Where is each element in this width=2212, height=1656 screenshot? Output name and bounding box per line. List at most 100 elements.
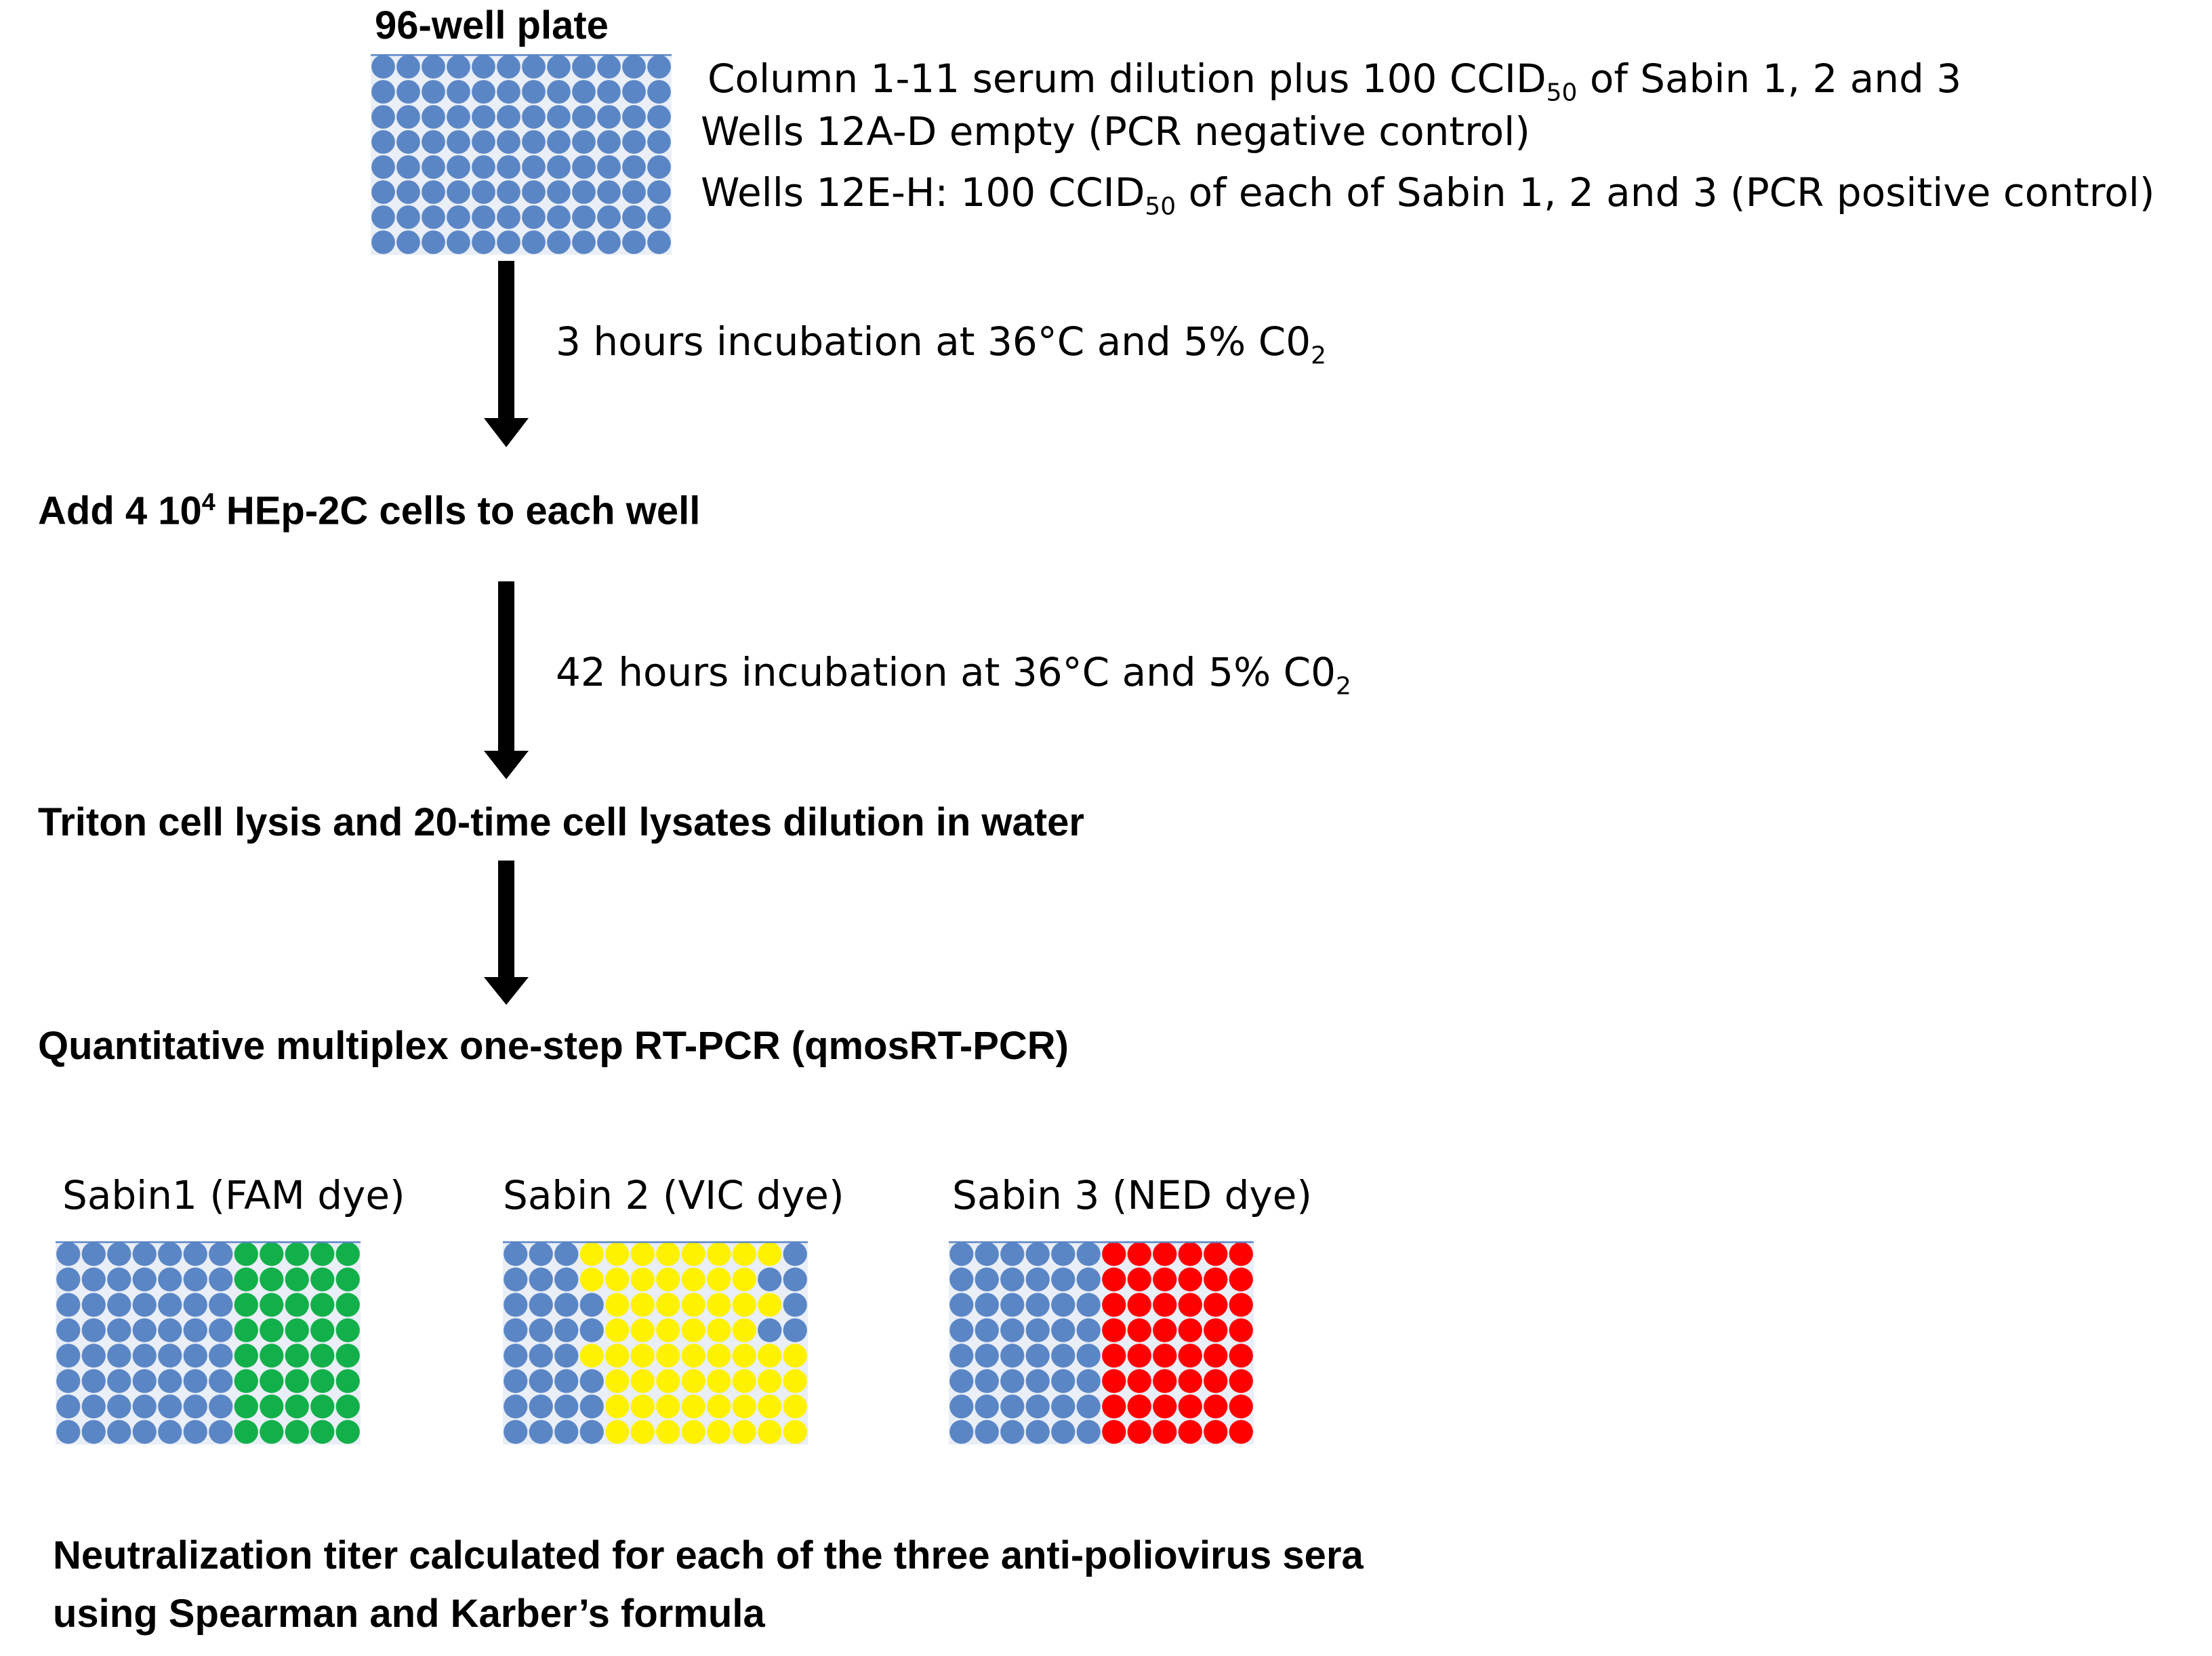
plate-well bbox=[949, 1420, 974, 1444]
incubation-step-1: 3 hours incubation at 36°C and 5% C02 bbox=[556, 318, 1326, 370]
plate-well bbox=[81, 1318, 106, 1342]
plate-well bbox=[949, 1293, 974, 1317]
plate-well bbox=[335, 1344, 360, 1368]
plate-well bbox=[1102, 1318, 1126, 1342]
plate-well bbox=[1229, 1318, 1253, 1342]
plate-well bbox=[1229, 1420, 1253, 1444]
plate-well bbox=[647, 130, 671, 154]
plate-well bbox=[529, 1394, 553, 1419]
plate-well bbox=[572, 155, 596, 179]
plate-well bbox=[472, 230, 495, 254]
plate-well bbox=[1204, 1242, 1228, 1266]
plate-well bbox=[681, 1293, 705, 1317]
plate-well bbox=[1127, 1369, 1151, 1393]
plate-well bbox=[622, 205, 646, 229]
plate-well bbox=[285, 1267, 309, 1291]
plate-well bbox=[497, 80, 520, 104]
plate-well bbox=[547, 155, 571, 179]
plate-well bbox=[949, 1242, 974, 1266]
note-3-text: Wells 12E-H: 100 CCID bbox=[701, 169, 1145, 215]
plate-well bbox=[707, 1344, 731, 1368]
plate-well bbox=[1076, 1318, 1101, 1342]
plate-well bbox=[572, 80, 596, 104]
plate-well bbox=[522, 155, 546, 179]
plate-well bbox=[681, 1369, 705, 1393]
plate-well bbox=[622, 230, 646, 254]
plate-well bbox=[522, 105, 546, 129]
plate-well bbox=[622, 130, 646, 154]
plate-well bbox=[522, 205, 546, 229]
note-3-text-after: of each of Sabin 1, 2 and 3 (PCR positiv… bbox=[1176, 169, 2155, 215]
note-3-sub: 50 bbox=[1145, 192, 1176, 221]
plate-well bbox=[522, 130, 546, 154]
plate-well bbox=[56, 1242, 81, 1266]
plate-background bbox=[56, 1241, 361, 1445]
plate-well bbox=[472, 55, 495, 79]
plate-well bbox=[504, 1293, 528, 1317]
plate-well bbox=[1178, 1394, 1202, 1419]
plate-sabin1-svg bbox=[56, 1241, 361, 1445]
plate-well bbox=[1127, 1420, 1151, 1444]
plate-well bbox=[183, 1293, 207, 1317]
plate-well bbox=[504, 1369, 528, 1393]
plate-well bbox=[209, 1420, 233, 1444]
plate-well bbox=[975, 1420, 999, 1444]
plate-well bbox=[56, 1369, 81, 1393]
result-plate-sabin2 bbox=[503, 1241, 808, 1445]
plate-well bbox=[183, 1242, 207, 1266]
plate-well bbox=[234, 1267, 258, 1291]
plate-well bbox=[647, 230, 671, 254]
plate-well bbox=[1127, 1267, 1151, 1291]
plate-well bbox=[132, 1344, 157, 1368]
plate-well bbox=[1178, 1242, 1202, 1266]
arrow-head bbox=[484, 751, 529, 779]
plate-well bbox=[497, 55, 520, 79]
plate-well bbox=[335, 1242, 360, 1266]
plate-well bbox=[158, 1420, 182, 1444]
note-1-text: Column 1-11 serum dilution plus 100 CCID bbox=[708, 56, 1547, 102]
plate-well bbox=[656, 1293, 680, 1317]
plate-well bbox=[371, 130, 395, 154]
arrow-shaft bbox=[498, 261, 514, 423]
plate-well bbox=[285, 1242, 309, 1266]
plate-well bbox=[681, 1394, 705, 1419]
add-cells-text-after: HEp-2C cells to each well bbox=[215, 489, 701, 533]
plate-well bbox=[1153, 1420, 1177, 1444]
plate-well bbox=[447, 130, 470, 154]
plate-well bbox=[949, 1394, 974, 1419]
plate-well bbox=[1178, 1420, 1202, 1444]
plate-well bbox=[732, 1394, 756, 1419]
plate-well bbox=[1025, 1242, 1050, 1266]
plate-well bbox=[1204, 1267, 1228, 1291]
plate-well bbox=[630, 1394, 655, 1419]
plate-well bbox=[183, 1394, 207, 1419]
plate-well bbox=[572, 105, 596, 129]
plate-well bbox=[547, 205, 571, 229]
plate-well bbox=[622, 105, 646, 129]
plate-well bbox=[1025, 1420, 1050, 1444]
plate-well bbox=[1000, 1369, 1025, 1393]
top-plate-title: 96-well plate bbox=[375, 3, 609, 47]
plate-well bbox=[1025, 1318, 1050, 1342]
plate-well bbox=[285, 1344, 309, 1368]
plate-well bbox=[547, 55, 571, 79]
plate-well bbox=[949, 1344, 974, 1368]
plate-well bbox=[335, 1318, 360, 1342]
plate-well bbox=[783, 1242, 807, 1266]
plate-well bbox=[630, 1242, 655, 1266]
plate-well bbox=[783, 1394, 807, 1419]
plate-well bbox=[656, 1242, 680, 1266]
plate-well bbox=[1204, 1318, 1228, 1342]
plate-well bbox=[504, 1267, 528, 1291]
plate-well bbox=[554, 1420, 579, 1444]
plate-well bbox=[605, 1344, 630, 1368]
plate-well bbox=[422, 130, 445, 154]
plate-well bbox=[260, 1267, 284, 1291]
plate-well bbox=[396, 180, 420, 204]
plate-well bbox=[579, 1369, 604, 1393]
plate-well bbox=[1153, 1394, 1177, 1419]
plate-well bbox=[529, 1318, 553, 1342]
plate-well bbox=[949, 1369, 974, 1393]
plate-well bbox=[656, 1420, 680, 1444]
plate-well bbox=[975, 1267, 999, 1291]
